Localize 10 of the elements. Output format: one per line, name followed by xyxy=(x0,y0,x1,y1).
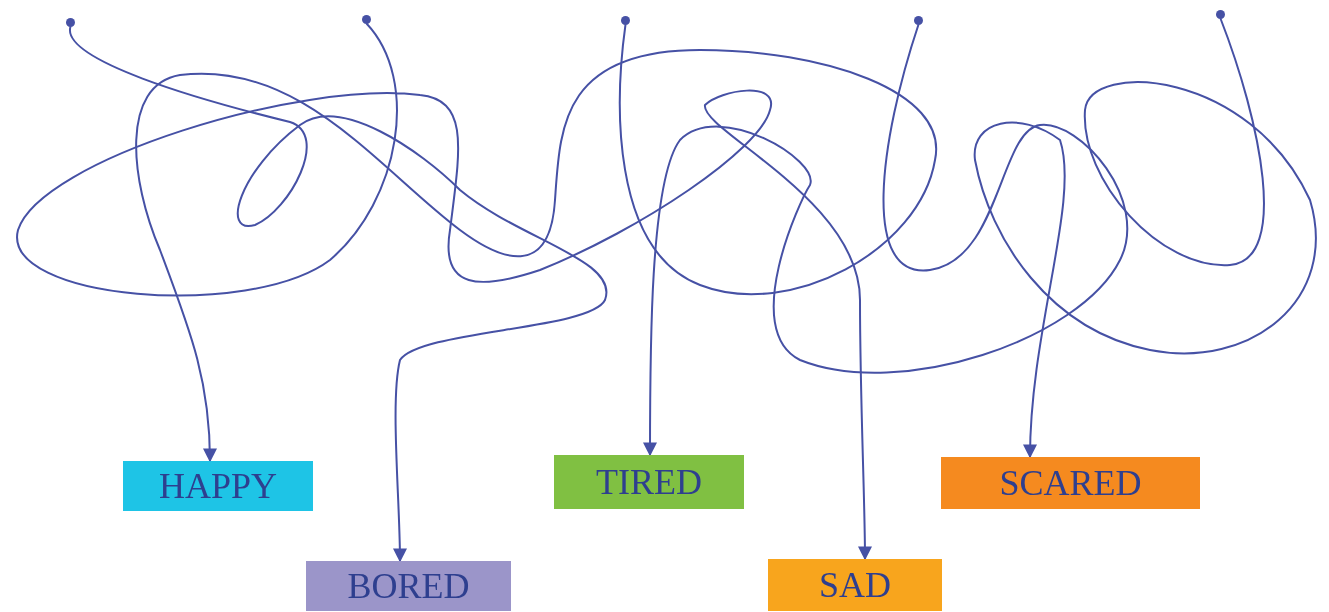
emotion-label: TIRED xyxy=(554,455,744,509)
tangled-arrow xyxy=(17,22,872,561)
emotion-label: SCARED xyxy=(941,457,1200,509)
tangled-arrow xyxy=(643,23,1129,457)
emotion-label: HAPPY xyxy=(123,461,313,511)
tangled-arrow xyxy=(135,23,937,463)
tangled-arrow xyxy=(973,17,1317,459)
emotion-label: BORED xyxy=(306,561,511,611)
emotion-label: SAD xyxy=(768,559,942,611)
tangled-arrow xyxy=(69,25,608,563)
